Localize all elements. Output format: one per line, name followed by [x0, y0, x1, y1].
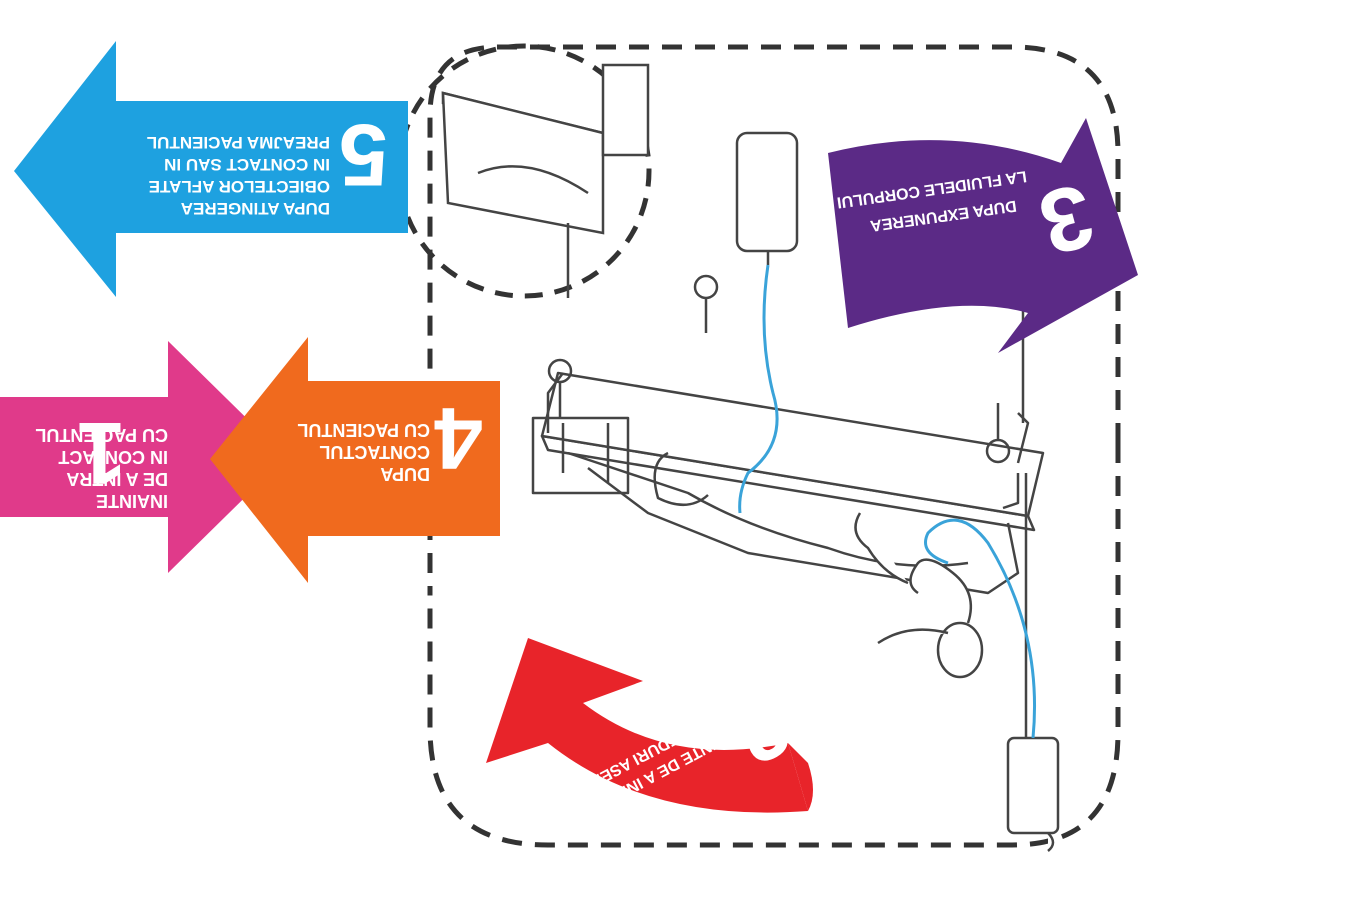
moment-4-line: CONTACTUL	[319, 442, 430, 462]
iv-tube	[738, 264, 779, 514]
moment-5-number: 5	[339, 106, 388, 205]
svg-text:OBIECTELOR AFLATE: OBIECTELOR AFLATE	[149, 177, 330, 196]
moment-3-arrow: 3 DUPA EXPUNEREA LA FLUIDELE CORPULUI	[828, 118, 1138, 353]
svg-text:INAINTE: INAINTE	[96, 491, 168, 511]
svg-text:IN CONTACT SAU IN: IN CONTACT SAU IN	[164, 155, 330, 174]
moment-5-line: DUPA ATINGEREA	[181, 199, 330, 218]
moment-4-arrow: 4 DUPA CONTACTUL CU PACIENTUL	[210, 337, 500, 583]
patient-zone-border	[427, 44, 1121, 443]
bedside-table-icon	[441, 63, 650, 298]
moment-1-line: IN CONTACT	[58, 447, 168, 467]
moment-1-line: INAINTE	[96, 491, 168, 511]
iv-bag-icon	[735, 131, 799, 265]
svg-text:DUPA: DUPA	[380, 464, 430, 484]
urine-bag-icon	[1006, 473, 1060, 852]
moment-1-number: 1	[77, 404, 126, 503]
svg-text:CONTACTUL: CONTACTUL	[319, 442, 430, 462]
svg-text:IN CONTACT: IN CONTACT	[58, 447, 168, 467]
urine-tube	[924, 518, 1037, 739]
svg-text:DE A INTRA: DE A INTRA	[66, 469, 168, 489]
svg-text:PREAJMA PACIENTUL: PREAJMA PACIENTUL	[147, 133, 330, 152]
patient-icon	[854, 512, 984, 679]
svg-text:DUPA ATINGEREA: DUPA ATINGEREA	[181, 199, 330, 218]
svg-text:CU PACIENTUL: CU PACIENTUL	[35, 425, 168, 445]
moment-5-arrow: 5 DUPA ATINGEREA OBIECTELOR AFLATE IN CO…	[14, 41, 408, 297]
moment-5-line: OBIECTELOR AFLATE	[149, 177, 330, 196]
moment-2-arrow: 2 INAINTE DE A INDEPLINI PROCEDURI ASEPT…	[486, 638, 813, 826]
hospital-bed-icon	[531, 274, 1045, 595]
svg-text:CU PACIENTUL: CU PACIENTUL	[297, 420, 430, 440]
moment-4-line: DUPA	[380, 464, 430, 484]
moment-1-arrow: 1 INAINTE DE A INTRA IN CONTACT CU PACIE…	[0, 341, 286, 573]
moment-4-line: CU PACIENTUL	[297, 420, 430, 440]
moment-4-number: 4	[434, 389, 483, 488]
moment-5-line: PREAJMA PACIENTUL	[147, 133, 330, 152]
moment-5-line: IN CONTACT SAU IN	[164, 155, 330, 174]
moment-1-line: DE A INTRA	[66, 469, 168, 489]
moment-1-line: CU PACIENTUL	[35, 425, 168, 445]
